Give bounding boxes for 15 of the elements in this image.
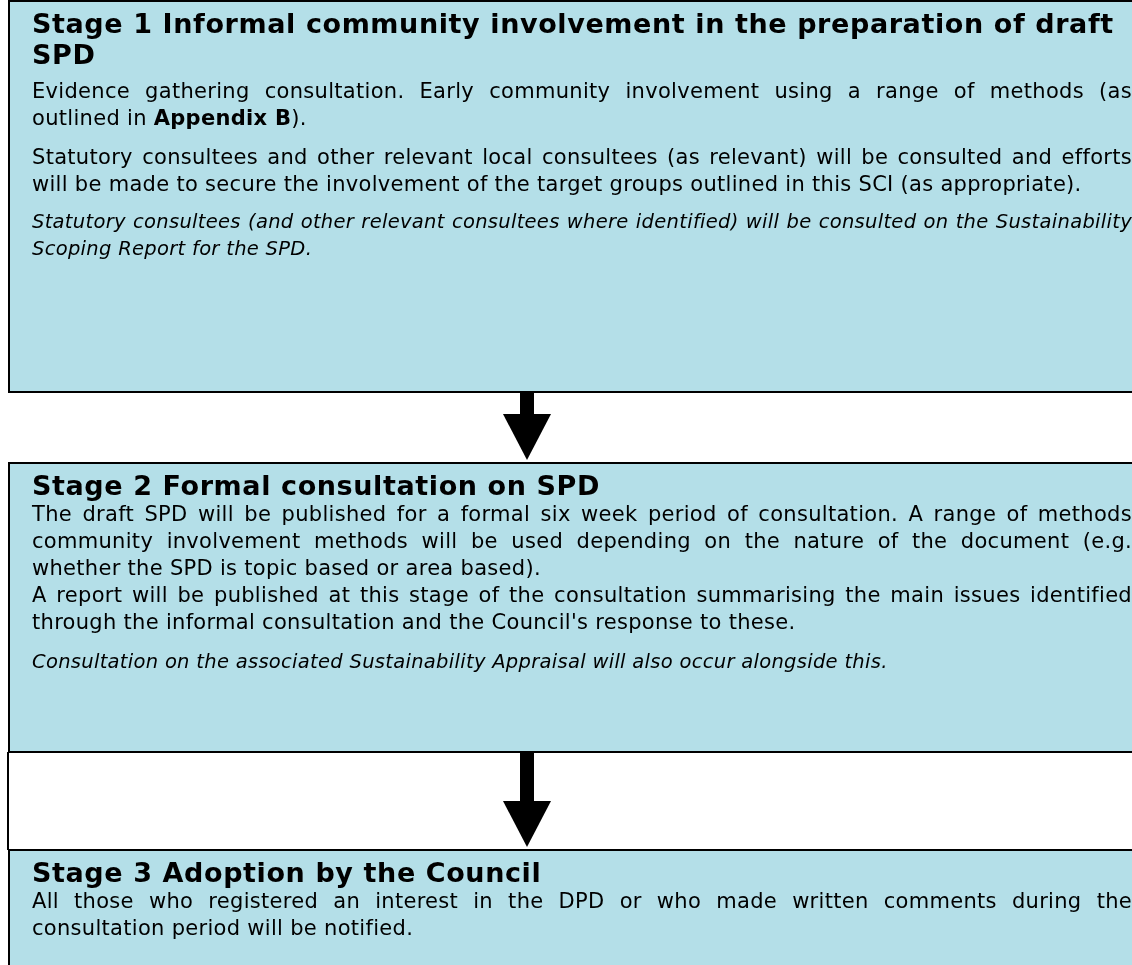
stage-box [8,462,1132,753]
stage-box [8,849,1132,965]
stage-heading: Stage 2 Formal consultation on SPD [32,470,602,501]
body-text: All those who registered an interest in the DPD or who made written comments during the consultation period will be notified. [32,888,1132,942]
note-text: Consultation on the associated Sustainability Appraisal will also occur alongside this. [32,649,889,675]
arrow [503,752,551,848]
body-text: Evidence gathering consultation. Early community involvement using a range of methods (as outlined in Appendix B). [32,78,1132,132]
stage-heading: Stage 3 Adoption by the Council [32,857,543,888]
body-text: Statutory consultees and other relevant local consultees (as relevant) will be consulted and efforts will be made to secure the involvement of the target groups outlined in this SCI (as appropriate). [32,144,1132,198]
body-text: A report will be published at this stage of the consultation summarising the main issues identified through the informal consultation and the Council's response to these. [32,582,1132,636]
arrow [503,392,551,461]
body-text: The draft SPD will be published for a formal six week period of consultation. A range of methods community involvement methods will be used depending on the nature of the document (e.g. whether the SPD is topic based or area based). [32,501,1132,582]
note-text: Statutory consultees (and other relevant consultees where identified) will be consulted on the Sustainability Scoping Report for the SPD. [32,209,1132,262]
stage-box [8,0,1132,393]
stage-heading: Stage 1 Informal community involvement in the preparation of draft SPD [32,8,1115,70]
